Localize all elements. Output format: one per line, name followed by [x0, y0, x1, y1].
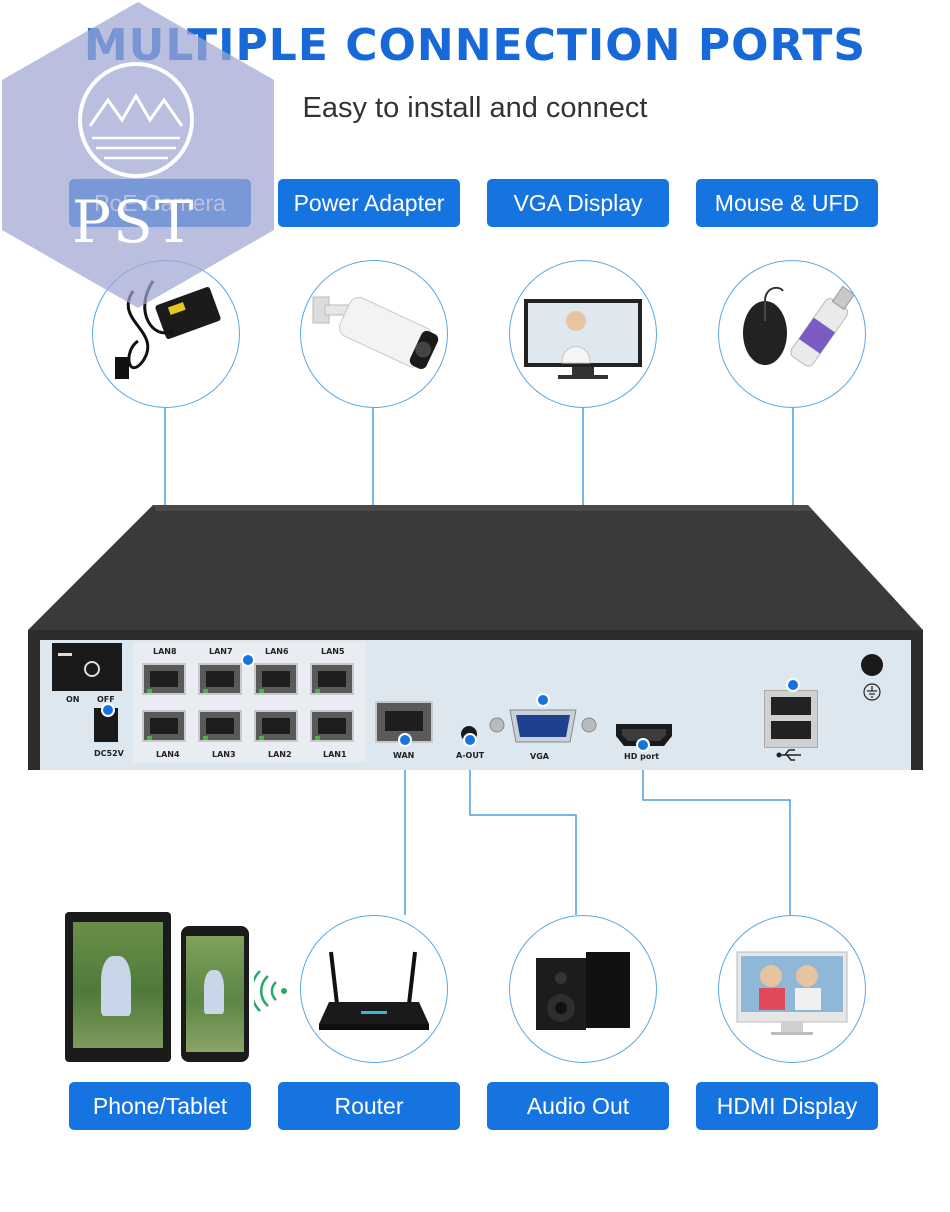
lan7-port: [198, 663, 242, 695]
label-audio-out: Audio Out: [487, 1082, 669, 1130]
lan5-label: LAN5: [321, 647, 345, 656]
phone-image: [181, 926, 249, 1062]
phone-screen: [186, 936, 244, 1052]
hdmi-port: [616, 724, 672, 746]
lan1-label: LAN1: [323, 750, 347, 759]
hdmi-display-image: [718, 915, 866, 1063]
power-switch: [52, 643, 122, 691]
switch-off-mark: [84, 661, 100, 677]
label-hdmi-display: HDMI Display: [696, 1082, 878, 1130]
ground-screw: [861, 654, 883, 676]
dc-label: DC52V: [94, 749, 124, 758]
connector-dot-audio: [463, 733, 477, 747]
page-subtitle: Easy to install and connect: [302, 92, 648, 124]
connector-dot-vga: [536, 693, 550, 707]
bullet-camera-icon: [312, 296, 439, 370]
audio-out-label: A-OUT: [456, 751, 485, 760]
router-image: [300, 915, 448, 1063]
lan1-port: [310, 710, 354, 742]
mouse-ufd-image: [718, 260, 866, 408]
monitor-icon: [524, 299, 642, 379]
speaker-image: [509, 915, 657, 1063]
tablet-child-figure: [101, 956, 131, 1016]
connector-dot-hdmi: [636, 738, 650, 752]
connector-dot-usb: [786, 678, 800, 692]
vga-label: VGA: [530, 752, 549, 761]
hdmi-label: HD port: [624, 752, 660, 761]
lan2-port: [254, 710, 298, 742]
lan7-label: LAN7: [209, 647, 233, 656]
label-mouse-ufd: Mouse & UFD: [696, 179, 878, 227]
vga-display-image: [509, 260, 657, 408]
wifi-icon: [254, 970, 287, 1012]
lan6-port: [254, 663, 298, 695]
speaker-icon: [536, 952, 630, 1030]
label-vga-display: VGA Display: [487, 179, 669, 227]
usb-port-top: [771, 697, 811, 715]
lan2-label: LAN2: [268, 750, 292, 759]
imac-icon: [736, 951, 848, 1035]
lan3-port: [198, 710, 242, 742]
label-router: Router: [278, 1082, 460, 1130]
label-phone-tablet: Phone/Tablet: [69, 1082, 251, 1130]
wan-label: WAN: [393, 751, 415, 760]
switch-off-label: OFF: [97, 695, 115, 704]
lan5-port: [310, 663, 354, 695]
connector-dot-lan: [241, 653, 255, 667]
lan6-label: LAN6: [265, 647, 289, 656]
lan4-port: [142, 710, 186, 742]
power-adapter-icon: [115, 280, 221, 379]
phone-child-figure: [204, 970, 224, 1014]
usb-port-bottom: [771, 721, 811, 739]
router-icon: [319, 951, 429, 1030]
usb-symbol-icon: [776, 749, 801, 761]
switch-on-label: ON: [66, 695, 80, 704]
lan4-label: LAN4: [156, 750, 180, 759]
poe-camera-image: [300, 260, 448, 408]
lan8-port: [142, 663, 186, 695]
label-poe-camera: PoE Camera: [69, 179, 251, 227]
connector-dot-wan: [398, 733, 412, 747]
ground-icon: [863, 683, 881, 701]
tablet-screen: [73, 922, 163, 1048]
mouse-usb-icon: [743, 285, 855, 367]
lan3-label: LAN3: [212, 750, 236, 759]
vga-port: [489, 709, 597, 743]
power-adapter-image: [92, 260, 240, 408]
switch-on-mark: [58, 653, 72, 656]
usb-port-block: [764, 690, 818, 748]
tablet-image: [65, 912, 171, 1062]
lan8-label: LAN8: [153, 647, 177, 656]
label-power-adapter: Power Adapter: [278, 179, 460, 227]
connector-dot-dc: [101, 703, 115, 717]
